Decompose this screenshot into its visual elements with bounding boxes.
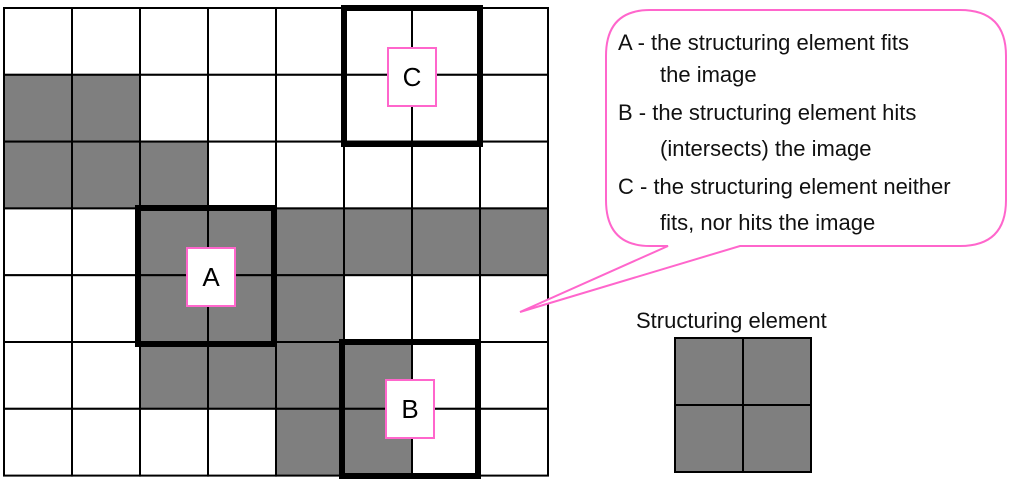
structuring-element-cell (674, 337, 744, 406)
grid-cell-empty (479, 73, 549, 143)
grid-cell-empty (139, 7, 209, 76)
grid-cell-empty (479, 140, 549, 210)
callout-c-line1: C - the structuring element neither (618, 174, 951, 199)
callout-a-line2: the image (660, 62, 757, 87)
grid-cell-empty (479, 407, 549, 477)
grid-cell-empty (275, 73, 345, 143)
grid-cell-empty (275, 140, 345, 210)
grid-cell-empty (343, 140, 413, 210)
grid-cell-empty (139, 407, 209, 477)
structuring-element-title: Structuring element (636, 308, 827, 333)
grid-cell-filled (3, 140, 73, 210)
grid-cell-empty (479, 274, 549, 344)
grid-cell-empty (479, 341, 549, 410)
grid-cell-empty (479, 7, 549, 76)
callout-b-line2: (intersects) the image (660, 136, 872, 161)
placement-b-outline (339, 339, 481, 479)
grid-cell-filled (139, 341, 209, 410)
structuring-element-cell (742, 337, 812, 406)
grid-cell-filled (275, 274, 345, 344)
grid-cell-filled (275, 207, 345, 277)
label-c-box (387, 47, 437, 107)
grid-cell-filled (275, 341, 345, 410)
grid-cell-empty (3, 341, 73, 410)
grid-cell-empty (139, 73, 209, 143)
callout-a-line1: A - the structuring element fits (618, 30, 909, 55)
grid-cell-filled (479, 207, 549, 277)
grid-cell-filled (71, 140, 141, 210)
label-a: A (186, 247, 236, 307)
image-grid (3, 7, 549, 477)
grid-cell-filled (343, 207, 413, 277)
placement-c-outline (341, 5, 483, 147)
grid-cell-empty (411, 341, 481, 410)
grid-cell-empty (71, 207, 141, 277)
label-b: B (385, 379, 435, 439)
grid-cell-empty (207, 7, 277, 76)
grid-cell-empty (3, 274, 73, 344)
grid-cell-empty (207, 73, 277, 143)
grid-cell-filled (139, 140, 209, 210)
grid-cell-empty (3, 7, 73, 76)
structuring-element-cell (742, 404, 812, 473)
structuring-element (674, 337, 812, 473)
grid-cell-empty (3, 207, 73, 277)
grid-cell-empty (411, 274, 481, 344)
grid-cell-filled (411, 207, 481, 277)
placement-a-outline (135, 205, 277, 347)
structuring-element-cell (674, 404, 744, 473)
label-c: C (387, 47, 437, 107)
label-a-box (186, 247, 236, 307)
label-a-text: A (202, 262, 220, 292)
grid-cell-filled (71, 73, 141, 143)
grid-cell-filled (275, 407, 345, 477)
label-b-text: B (401, 394, 418, 424)
grid-cell-empty (207, 407, 277, 477)
grid-cell-empty (71, 274, 141, 344)
grid-cell-empty (275, 7, 345, 76)
grid-cell-empty (411, 140, 481, 210)
callout-bubble (519, 9, 1007, 313)
grid-cell-empty (3, 407, 73, 477)
grid-cell-empty (71, 7, 141, 76)
label-c-text: C (403, 62, 422, 92)
grid-cell-empty (207, 140, 277, 210)
label-b-box (385, 379, 435, 439)
grid-cell-empty (71, 341, 141, 410)
grid-cell-filled (3, 73, 73, 143)
callout-b-line1: B - the structuring element hits (618, 100, 916, 125)
grid-cell-empty (71, 407, 141, 477)
callout-c-line2: fits, nor hits the image (660, 210, 875, 235)
grid-cell-empty (343, 274, 413, 344)
grid-cell-filled (207, 341, 277, 410)
